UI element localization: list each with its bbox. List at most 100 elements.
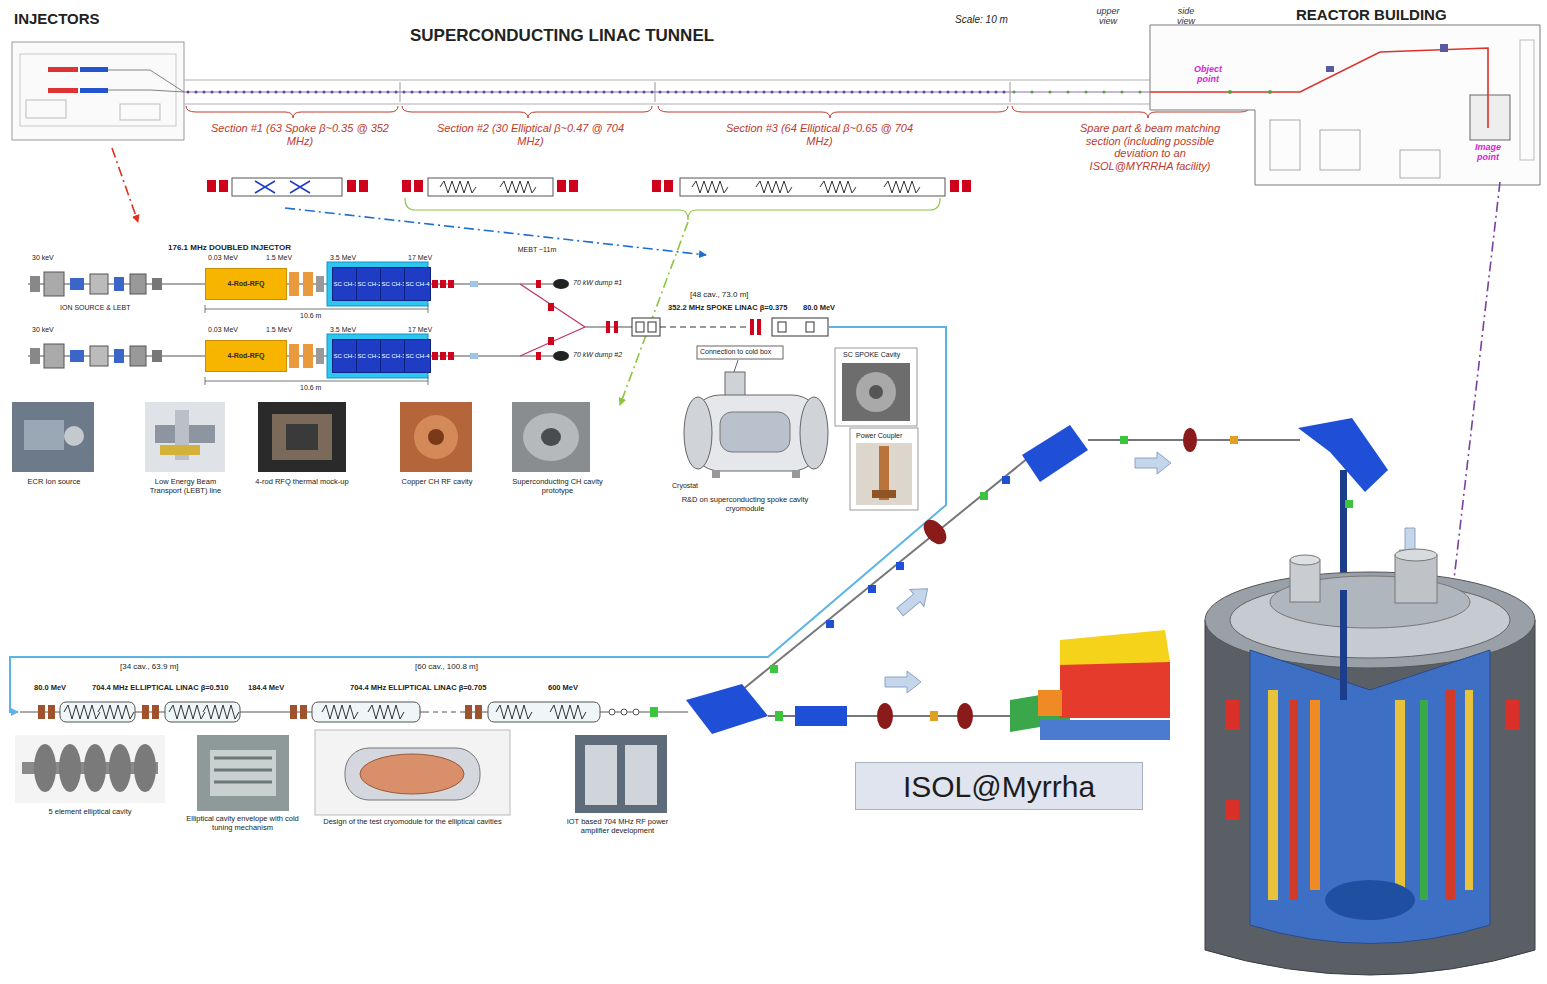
injector-line	[90, 346, 108, 366]
energy-label: 0.03 MeV	[208, 254, 238, 262]
photo	[134, 744, 156, 792]
spoke-cryomodule-illustration	[842, 363, 910, 421]
beam-transport-line	[957, 703, 973, 729]
ch-cavity-box: SC CH-3	[380, 267, 407, 301]
beam-transport-line	[775, 711, 783, 721]
part-label: ION SOURCE & LEBT	[60, 304, 130, 312]
part-label: MEBT ~11m	[515, 246, 559, 254]
injector-building	[48, 88, 78, 93]
beam-transport-line	[686, 684, 768, 734]
ch-cavity-box: SC CH-2	[356, 267, 383, 301]
box-text: ISOL@Myrrha	[903, 770, 1095, 803]
box-text: SC CH-4	[405, 281, 429, 288]
injector-line	[130, 274, 146, 294]
spoke-linac	[636, 322, 644, 332]
photo	[585, 745, 617, 805]
spoke-cryomodule-sketch	[207, 178, 368, 196]
injector-line	[114, 349, 124, 363]
injector-building	[48, 67, 78, 72]
isol-target	[1060, 660, 1170, 718]
injector-building	[12, 42, 184, 140]
isol-target	[1040, 720, 1170, 740]
injector-line	[90, 274, 108, 294]
area-heading: SUPERCONDUCTING LINAC TUNNEL	[410, 26, 714, 46]
beam-transport-line	[919, 515, 951, 548]
spoke-linac	[750, 319, 754, 335]
dimension: [48 cav., 73.0 m]	[690, 290, 749, 299]
pointer-arrow	[620, 222, 688, 405]
reactor-building	[1268, 90, 1272, 94]
injector-line	[289, 344, 299, 368]
group-bracket	[405, 198, 940, 220]
spoke-cryomodule-illustration	[684, 346, 918, 510]
flow-arrow	[893, 580, 935, 620]
reactor-building	[1520, 40, 1534, 160]
elliptical-linac	[142, 705, 149, 719]
elliptical-linac	[48, 705, 55, 719]
block-title: 352.2 MHz SPOKE LINAC β=0.375	[668, 304, 787, 313]
point-label: Image point	[1466, 142, 1510, 163]
beam-transport-line	[877, 703, 893, 729]
pointer-arrow	[285, 208, 706, 255]
mebt-line	[553, 351, 569, 361]
spoke-cryomodule-illustration	[869, 385, 883, 399]
pointer-arrow	[112, 148, 138, 222]
photo-caption: 5 element elliptical cavity	[15, 808, 165, 817]
block-title: 704.4 MHz ELLIPTICAL LINAC β=0.510	[92, 684, 228, 693]
photo-caption: Superconducting CH cavity prototype	[500, 478, 615, 495]
injector-line	[316, 348, 324, 364]
mebt-line	[548, 303, 554, 311]
injector-line	[432, 280, 438, 288]
reactor-vessel	[1420, 700, 1428, 900]
section-label: Section #1 (63 Spoke β~0.35 @ 352 MHz)	[205, 122, 395, 147]
spoke-cryomodule-illustration	[856, 443, 912, 505]
photo	[84, 744, 106, 792]
reactor-vessel	[1205, 549, 1535, 975]
spoke-linac	[632, 318, 828, 336]
injector-line	[316, 276, 324, 292]
linac-tunnel	[184, 80, 1150, 81]
injector-building	[120, 104, 160, 120]
reactor-vessel	[1290, 560, 1320, 602]
reactor-vessel	[1445, 690, 1455, 900]
scale-note: Scale: 10 m	[955, 14, 1008, 26]
beam-transport-line	[1183, 428, 1197, 452]
injector-line	[70, 278, 84, 290]
elliptical-cryomodule-sketch	[950, 180, 959, 192]
spoke-cryomodule-illustration	[835, 348, 917, 426]
injector-line	[30, 276, 40, 292]
injector-line	[30, 348, 40, 364]
box-text: SC CH-1	[333, 353, 357, 360]
reactor-building	[1400, 150, 1440, 178]
elliptical-linac	[475, 705, 482, 719]
spoke-linac	[778, 322, 786, 332]
beam-transport-line	[742, 458, 1028, 690]
elliptical-cryomodule-sketch	[402, 178, 971, 196]
reactor-vessel	[1268, 690, 1278, 900]
energy-label: 0.03 MeV	[208, 326, 238, 334]
elliptical-cryomodule-sketch	[402, 180, 411, 192]
spoke-cryomodule-illustration	[850, 428, 918, 510]
dimension-line	[205, 305, 428, 385]
dimension-line	[205, 305, 206, 313]
isol-target	[1060, 630, 1170, 665]
photo	[575, 735, 667, 813]
elliptical-linac	[621, 709, 627, 715]
injector-line	[152, 278, 162, 290]
ch-cavity-box: SC CH-4	[404, 267, 431, 301]
spoke-cryomodule-illustration	[684, 397, 712, 469]
spoke-cryomodule-illustration	[697, 346, 783, 359]
box-text: SC CH-2	[357, 353, 381, 360]
photo	[414, 415, 458, 459]
injector-line	[303, 272, 313, 296]
linac-tunnel	[655, 82, 656, 102]
injector-line	[448, 280, 454, 288]
spoke-linac	[648, 322, 656, 332]
elliptical-linac	[424, 711, 462, 714]
elliptical-cryomodule-sketch	[692, 181, 920, 193]
photo-caption: Elliptical cavity envelope with cold tun…	[185, 815, 300, 832]
photo	[197, 735, 289, 811]
photo	[24, 420, 64, 450]
ch-cavity-box: SC CH-2	[356, 339, 383, 373]
